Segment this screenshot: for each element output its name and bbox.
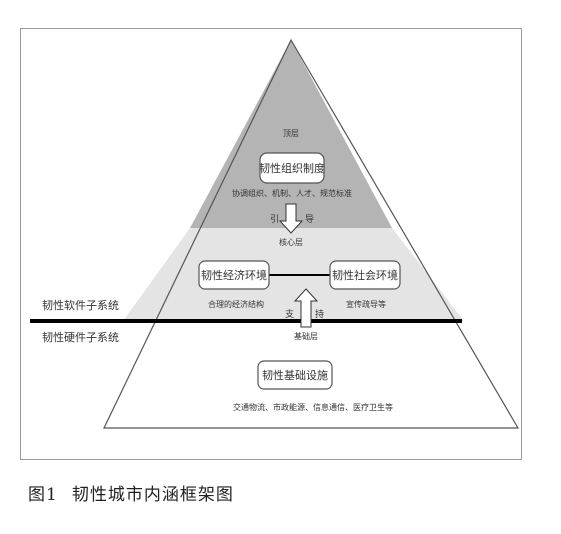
- support-char-right: 持: [315, 308, 324, 320]
- economy-box-label: 韧性经济环境: [201, 268, 267, 282]
- figure-caption: 图1 韧性城市内涵框架图: [28, 480, 248, 505]
- top-layer-label: 顶层: [283, 129, 299, 138]
- society-box: [329, 260, 401, 290]
- society-box-label: 韧性社会环境: [332, 268, 398, 282]
- org-system-box-label: 韧性组织制度: [259, 161, 325, 175]
- economy-box: [198, 260, 270, 290]
- guide-char-right: 导: [305, 214, 314, 225]
- infrastructure-box-label: 韧性基础设施: [262, 368, 328, 382]
- core-layer-label: 核心层: [279, 237, 303, 247]
- pyramid-outline: [103, 38, 520, 429]
- base-layer-label: 基础层: [294, 331, 318, 341]
- software-subsystem-label: 韧性软件子系统: [42, 298, 119, 312]
- guide-arrow-down: [278, 203, 304, 234]
- org-system-desc: 协调组织、机制、人才、规范标准: [232, 188, 352, 198]
- top-layer-region: [190, 40, 392, 228]
- infrastructure-box: [257, 360, 333, 390]
- hardware-subsystem-label: 韧性硬件子系统: [42, 330, 119, 344]
- guide-char-left: 引: [270, 214, 279, 225]
- infrastructure-desc: 交通物流、市政能源、信息通信、医疗卫生等: [233, 402, 393, 412]
- support-arrow-up: [293, 288, 319, 328]
- figure-number: 图1: [28, 485, 58, 505]
- economy-desc: 合理的经济结构: [208, 299, 264, 309]
- figure-title: 韧性城市内涵框架图: [71, 485, 234, 505]
- org-system-box: [259, 152, 325, 184]
- support-char-left: 支: [285, 308, 294, 320]
- society-desc: 宣传疏导等: [346, 299, 386, 309]
